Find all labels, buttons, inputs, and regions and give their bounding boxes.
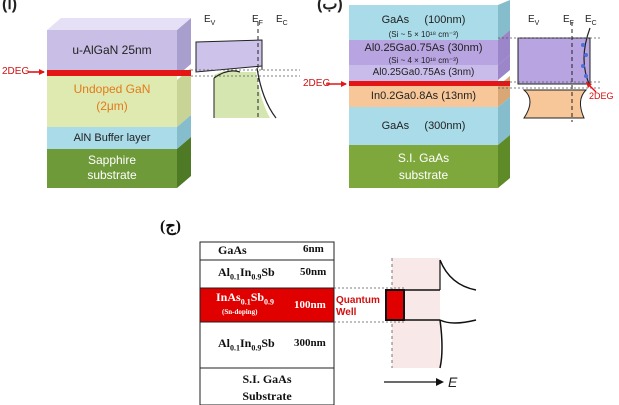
si-gaas-layer: [349, 145, 498, 188]
c-alinsb-top-label: Al0.1In0.9Sb: [218, 265, 275, 282]
ev-label-b: EV: [528, 14, 540, 27]
gan-layer: [47, 76, 177, 127]
panel-a-label: (أ): [2, 0, 18, 13]
doping-2-label: (Si ~ 4 × 10¹⁸ cm⁻³): [388, 56, 459, 65]
panel-c-label: (ج): [160, 218, 181, 235]
gan-label-1: Undoped GaN: [73, 82, 151, 96]
algan-top: [47, 18, 191, 30]
band-c-top: [439, 259, 477, 291]
c-alinsb-bottom-label: Al0.1In0.9Sb: [218, 336, 275, 353]
algan-layer: [47, 30, 177, 72]
band-b-ec: [583, 27, 591, 87]
doping-1-label: (Si ~ 5 × 10¹⁸ cm⁻³): [388, 30, 459, 39]
c-si-label-2: Substrate: [242, 389, 292, 403]
sapphire-label-1: Sapphire: [87, 153, 137, 167]
panel-b-label: (ب): [317, 0, 343, 13]
algaas-3-layer: [349, 65, 498, 81]
ev-label-a: EV: [204, 14, 216, 27]
energy-axis-label: E: [448, 374, 458, 390]
aln-label: AlN Buffer layer: [73, 132, 151, 144]
gaas-300-layer: [349, 107, 498, 145]
gan-label-2: (2μm): [96, 99, 128, 113]
c-inassb-thk: 100nm: [294, 299, 326, 311]
qw-band: [385, 289, 405, 321]
si-gaas-label-1: S.I. GaAs: [397, 151, 450, 165]
aln-layer: [47, 127, 177, 149]
2deg-left-label-b: 2DEG: [303, 78, 331, 89]
2deg-channel: [47, 70, 191, 76]
aln-side: [177, 115, 191, 149]
gaas-top-layer: [349, 5, 498, 40]
c-alinsb-top-thk: 50nm: [300, 266, 327, 278]
c-inassb-label: InAs0.1Sb0.9: [216, 290, 275, 307]
2deg-channel-b: [349, 81, 510, 86]
gaas-300-label: GaAs (300nm): [381, 120, 466, 132]
ingaas-label: In0.2Ga0.8As (13nm): [370, 90, 477, 102]
c-gaas-thk: 6nm: [303, 243, 324, 255]
ingaas-layer: [349, 86, 498, 107]
qw-label-2: Well: [336, 307, 357, 318]
ec-label-b: EC: [585, 14, 597, 27]
ef-label-a: EF: [252, 14, 263, 27]
band-gan: [214, 70, 270, 118]
c-inassb-doping: (Sn-doping): [222, 308, 258, 316]
qw-label-1: Quantum: [336, 295, 380, 306]
c-si-label-1: S.I. GaAs: [242, 372, 292, 386]
si-gaas-label-2: substrate: [398, 168, 449, 182]
sapphire-label-2: substrate: [87, 168, 137, 182]
panel-a-stack: [28, 18, 300, 188]
algan-side: [177, 18, 191, 76]
band-b-bottom: [522, 89, 588, 119]
gaas-top-label: GaAs (100nm): [381, 14, 466, 26]
qw-layer: [199, 287, 335, 323]
sapphire-layer: [47, 149, 177, 188]
electron-dots: [581, 43, 585, 47]
panel-b-stack: [326, 0, 600, 188]
2deg-label-a: 2DEG: [2, 66, 30, 77]
c-alinsb-bottom-thk: 300nm: [294, 337, 326, 349]
band-c-bottom: [439, 319, 477, 324]
band-ev: [213, 70, 241, 79]
algaas-30-layer: [349, 40, 498, 65]
algaas-30-label: Al0.25Ga0.75As (30nm): [364, 42, 483, 54]
algan-label: u-AlGaN 25nm: [72, 43, 152, 57]
ec-label-a: EC: [276, 14, 288, 27]
2deg-right-label-b: 2DEG: [589, 91, 614, 101]
algaas-3-label: Al0.25Ga0.75As (3nm): [372, 67, 475, 78]
c-gaas-label: GaAs: [218, 243, 247, 257]
ef-label-b: EF: [563, 14, 574, 27]
sapphire-side: [177, 137, 191, 188]
gan-side: [177, 68, 191, 127]
